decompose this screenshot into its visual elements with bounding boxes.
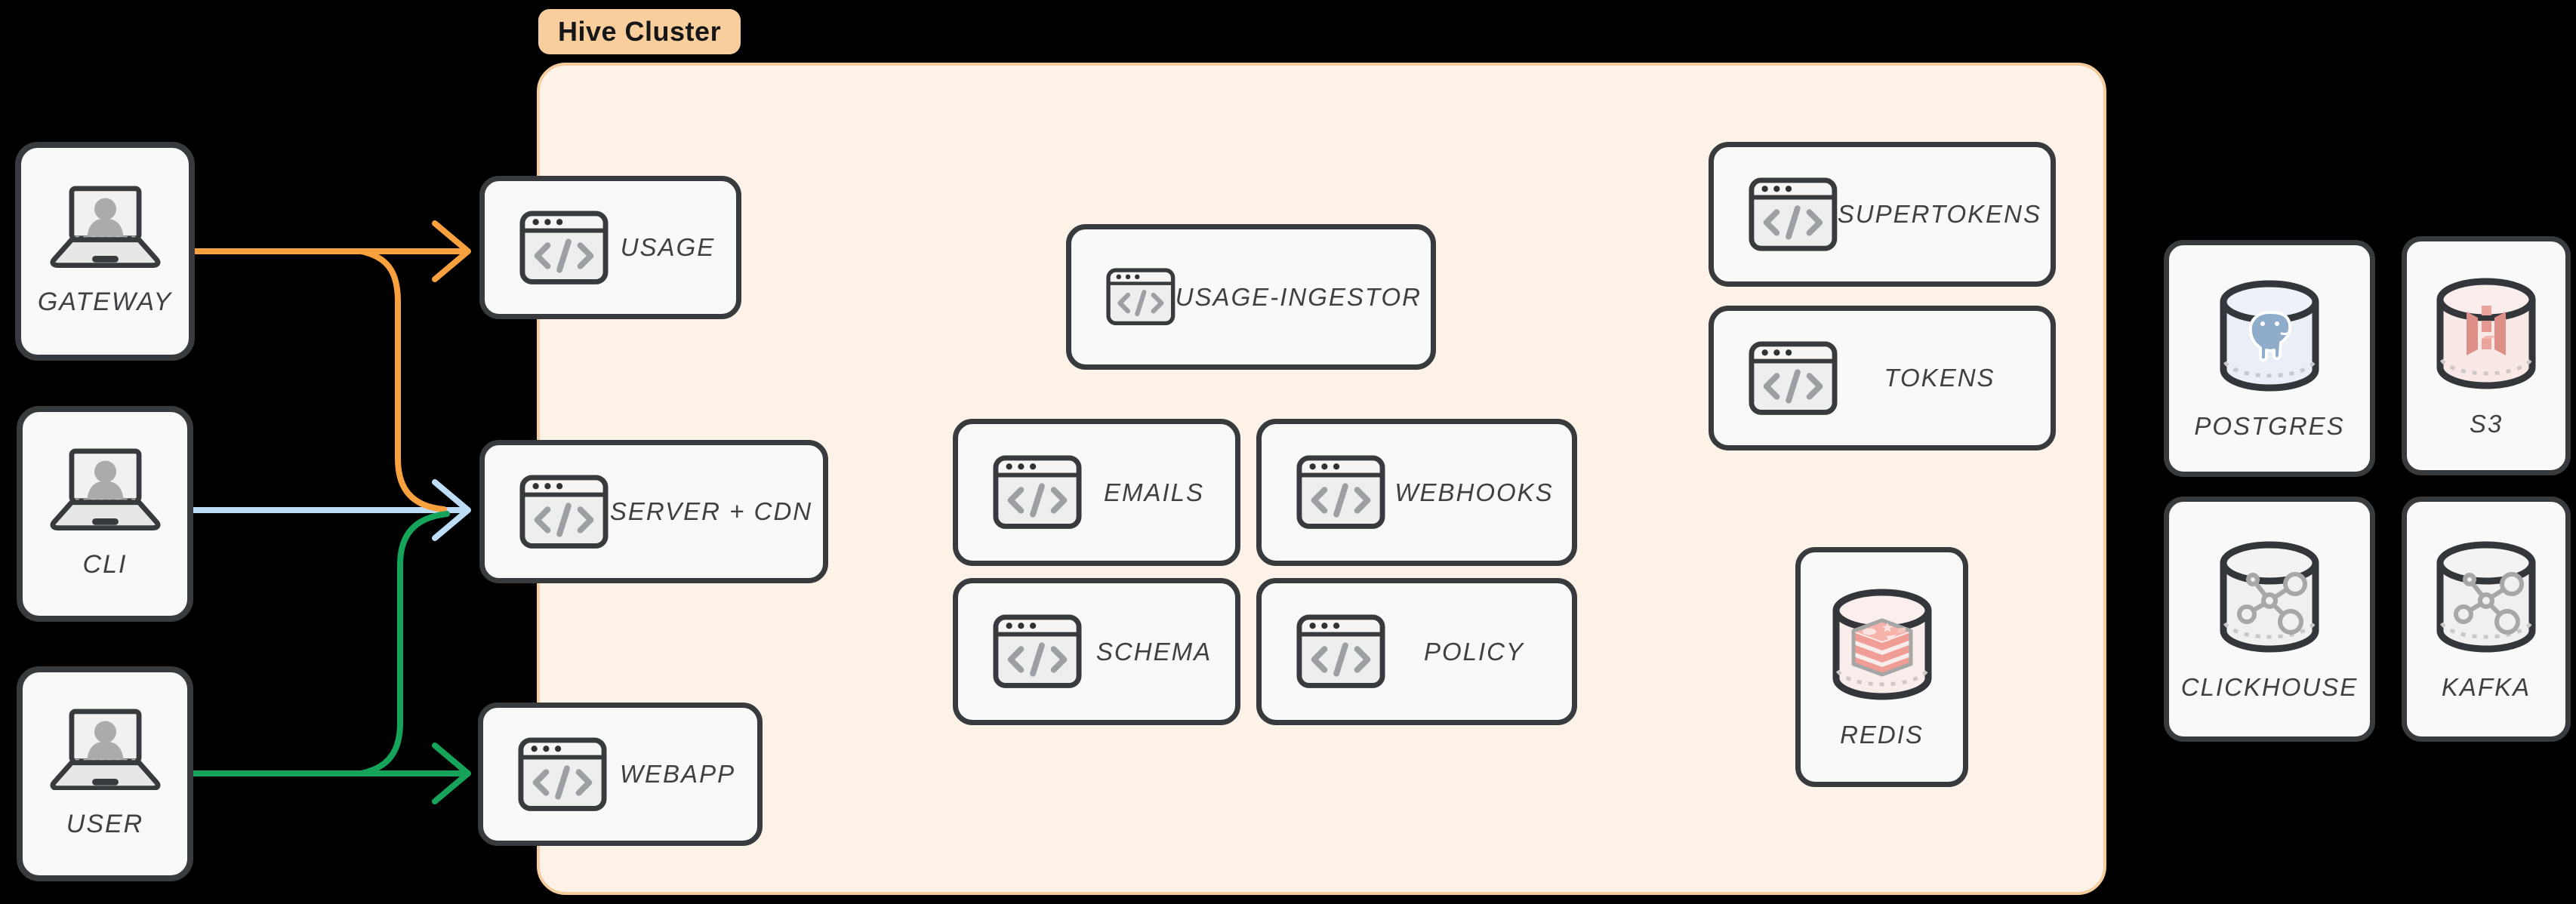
node-webhooks: WEBHOOKS (1256, 419, 1577, 566)
node-schema: SCHEMA (953, 578, 1240, 725)
molecule-logo (2237, 571, 2307, 635)
s3-logo (2467, 305, 2506, 355)
node-cli: CLI (17, 406, 193, 622)
node-s3: S3 (2402, 236, 2571, 475)
code-window-icon (1296, 614, 1385, 689)
node-label: GATEWAY (37, 287, 173, 316)
node-label: POSTGRES (2194, 412, 2345, 440)
postgres-database-icon (2220, 280, 2319, 392)
node-usage: USAGE (479, 176, 741, 319)
s3-bucket-icon (2436, 278, 2536, 389)
cluster-badge: Hive Cluster (538, 9, 741, 54)
arrow-user-to-webapp (190, 743, 471, 804)
redis-database-icon (1832, 589, 1931, 700)
node-label: SCHEMA (1095, 637, 1213, 666)
laptop-user-icon (50, 448, 160, 530)
node-gateway: GATEWAY (15, 142, 195, 361)
code-window-icon (993, 614, 1082, 689)
code-window-icon (519, 475, 609, 549)
laptop-user-icon (50, 186, 160, 268)
node-emails: EMAILS (953, 419, 1240, 566)
node-server-cdn: SERVER + CDN (479, 440, 828, 583)
node-label: KAFKA (2441, 672, 2531, 701)
code-window-icon (1749, 177, 1838, 251)
molecule-logo (2454, 571, 2524, 635)
node-label: REDIS (1840, 721, 1924, 749)
node-label: USER (66, 810, 144, 839)
arrow-cli-to-server-cdn (190, 479, 471, 541)
node-webapp: WEBAPP (478, 703, 763, 846)
kafka-broker-icon (2436, 541, 2536, 652)
postgres-logo (2248, 311, 2292, 362)
arrow-user-to-server-cdn (358, 511, 450, 776)
node-label: WEBHOOKS (1394, 478, 1554, 506)
arrow-gateway-to-server-cdn (358, 248, 447, 512)
code-window-icon (518, 737, 607, 811)
node-redis: REDIS (1795, 547, 1968, 787)
clickhouse-database-icon (2220, 541, 2319, 652)
laptop-user-icon (50, 709, 160, 791)
node-tokens: TOKENS (1709, 306, 2056, 450)
code-window-icon (1296, 455, 1385, 530)
node-label: CLICKHOUSE (2180, 672, 2359, 701)
node-policy: POLICY (1256, 578, 1577, 725)
code-window-icon (1749, 341, 1838, 415)
node-label: POLICY (1423, 637, 1525, 666)
node-label: S3 (2469, 409, 2504, 438)
node-postgres: POSTGRES (2164, 240, 2375, 477)
code-window-icon (993, 455, 1082, 530)
node-usage-ingestor: USAGE-INGESTOR (1066, 224, 1436, 370)
redis-logo (1851, 618, 1912, 677)
node-label: USAGE (620, 233, 716, 261)
node-label: WEBAPP (619, 760, 736, 788)
node-kafka: KAFKA (2402, 497, 2571, 742)
node-label: SERVER + CDN (609, 497, 813, 525)
node-label: EMAILS (1103, 478, 1205, 506)
code-window-icon (1106, 268, 1176, 326)
node-label: USAGE-INGESTOR (1175, 282, 1422, 311)
node-user: USER (17, 666, 193, 881)
arrow-gateway-to-usage (190, 220, 471, 282)
node-label: TOKENS (1884, 364, 1995, 392)
code-window-icon (519, 211, 609, 284)
node-clickhouse: CLICKHOUSE (2164, 497, 2375, 742)
node-label: SUPERTOKENS (1837, 200, 2041, 228)
node-supertokens: SUPERTOKENS (1709, 142, 2056, 287)
node-label: CLI (82, 549, 128, 579)
